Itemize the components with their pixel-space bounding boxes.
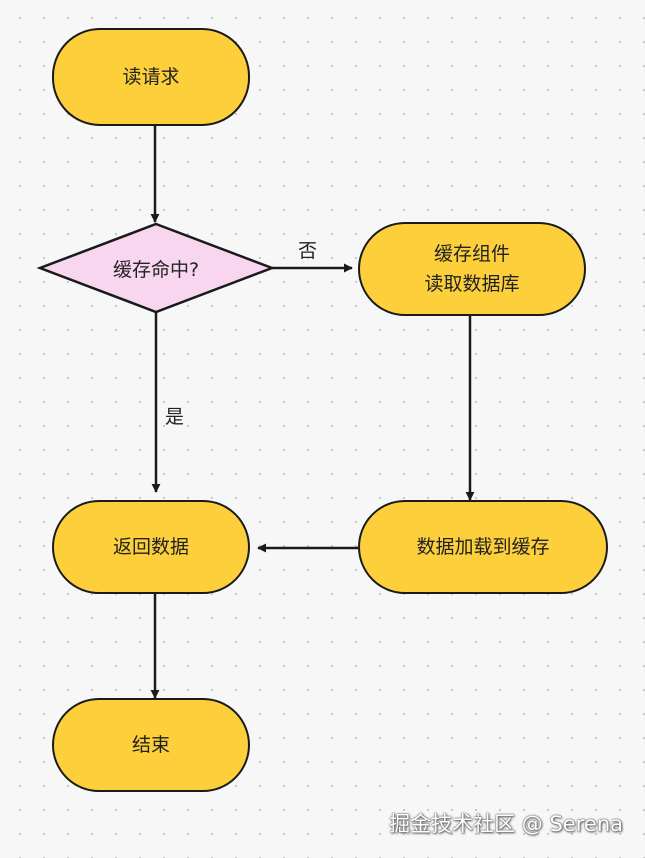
decision-cache-hit-label: 缓存命中?	[112, 258, 200, 281]
node-return-data-label: 返回数据	[112, 536, 189, 558]
node-load-to-cache-label: 数据加载到缓存	[416, 536, 550, 558]
node-cache-component-line2: 读取数据库	[424, 273, 520, 295]
node-return-data: 返回数据	[52, 500, 250, 594]
node-cache-component-read-db: 缓存组件 读取数据库	[358, 222, 586, 316]
node-read-request-label: 读请求	[122, 66, 180, 88]
node-end: 结束	[52, 698, 250, 792]
node-load-to-cache: 数据加载到缓存	[358, 500, 608, 594]
node-cache-component-line1: 缓存组件	[433, 243, 510, 265]
watermark: 掘金技术社区 @ Serena	[389, 812, 623, 836]
node-end-label: 结束	[131, 734, 170, 756]
edge-label-yes: 是	[165, 406, 185, 428]
edge-label-no: 否	[298, 240, 318, 262]
node-read-request: 读请求	[52, 28, 250, 126]
